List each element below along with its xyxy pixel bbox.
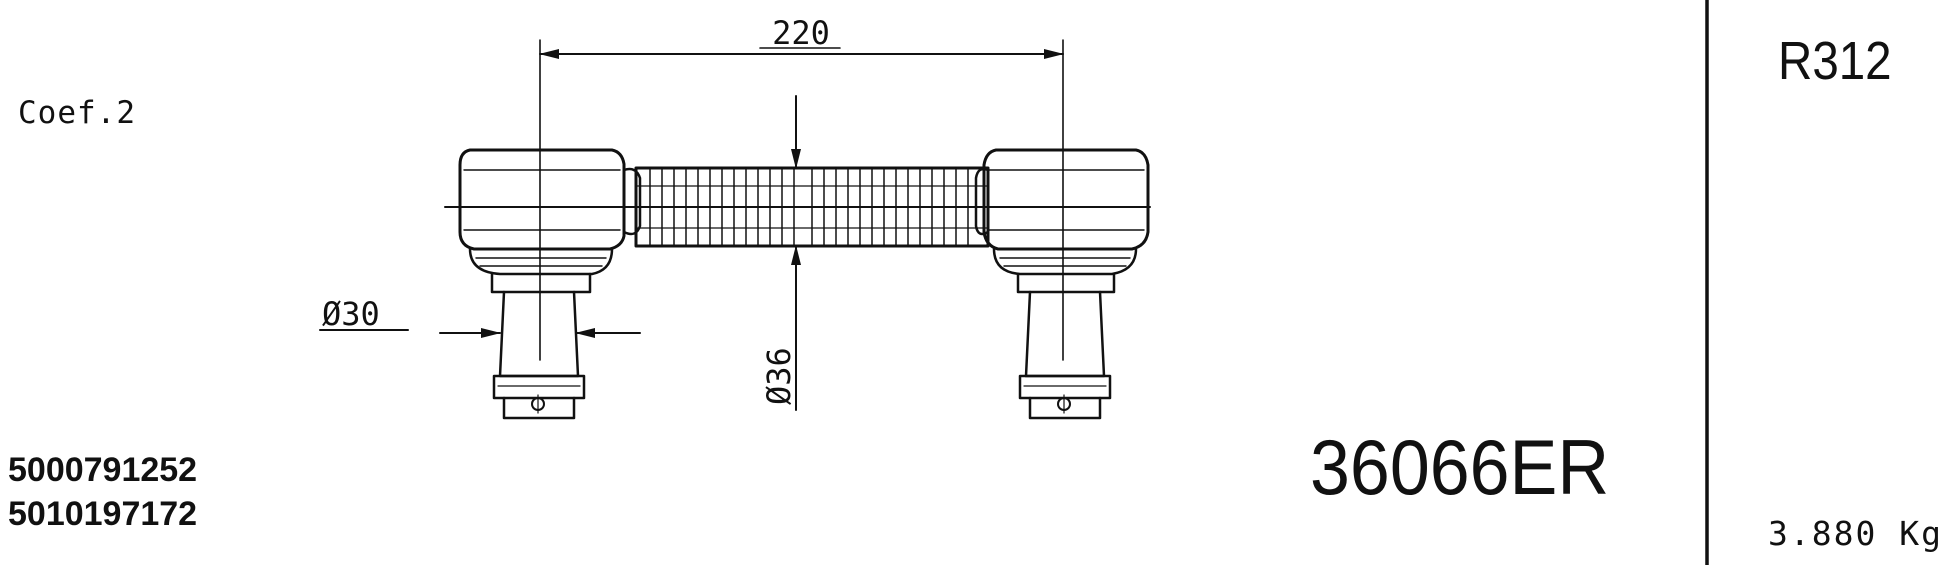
part-number: 36066ER: [1310, 423, 1610, 511]
right-ball-joint: [974, 148, 1150, 420]
length-dimension: 220: [539, 14, 1064, 361]
reference-number-2: 5010197172: [8, 495, 198, 533]
length-value: 220: [772, 14, 830, 52]
pin-diameter-value: Ø30: [322, 295, 380, 333]
left-ball-joint: [458, 148, 642, 420]
weight-label: 3.880 Kg: [1768, 514, 1943, 553]
reference-number-1: 5000791252: [8, 451, 198, 489]
pin-diameter-dimension: Ø30: [319, 295, 641, 338]
series-code: R312: [1778, 31, 1892, 91]
ribbed-tube: [634, 166, 990, 248]
coefficient-label: Coef.2: [18, 95, 136, 131]
tube-diameter-value: Ø36: [760, 347, 798, 405]
tube-diameter-dimension: Ø36: [760, 95, 801, 411]
